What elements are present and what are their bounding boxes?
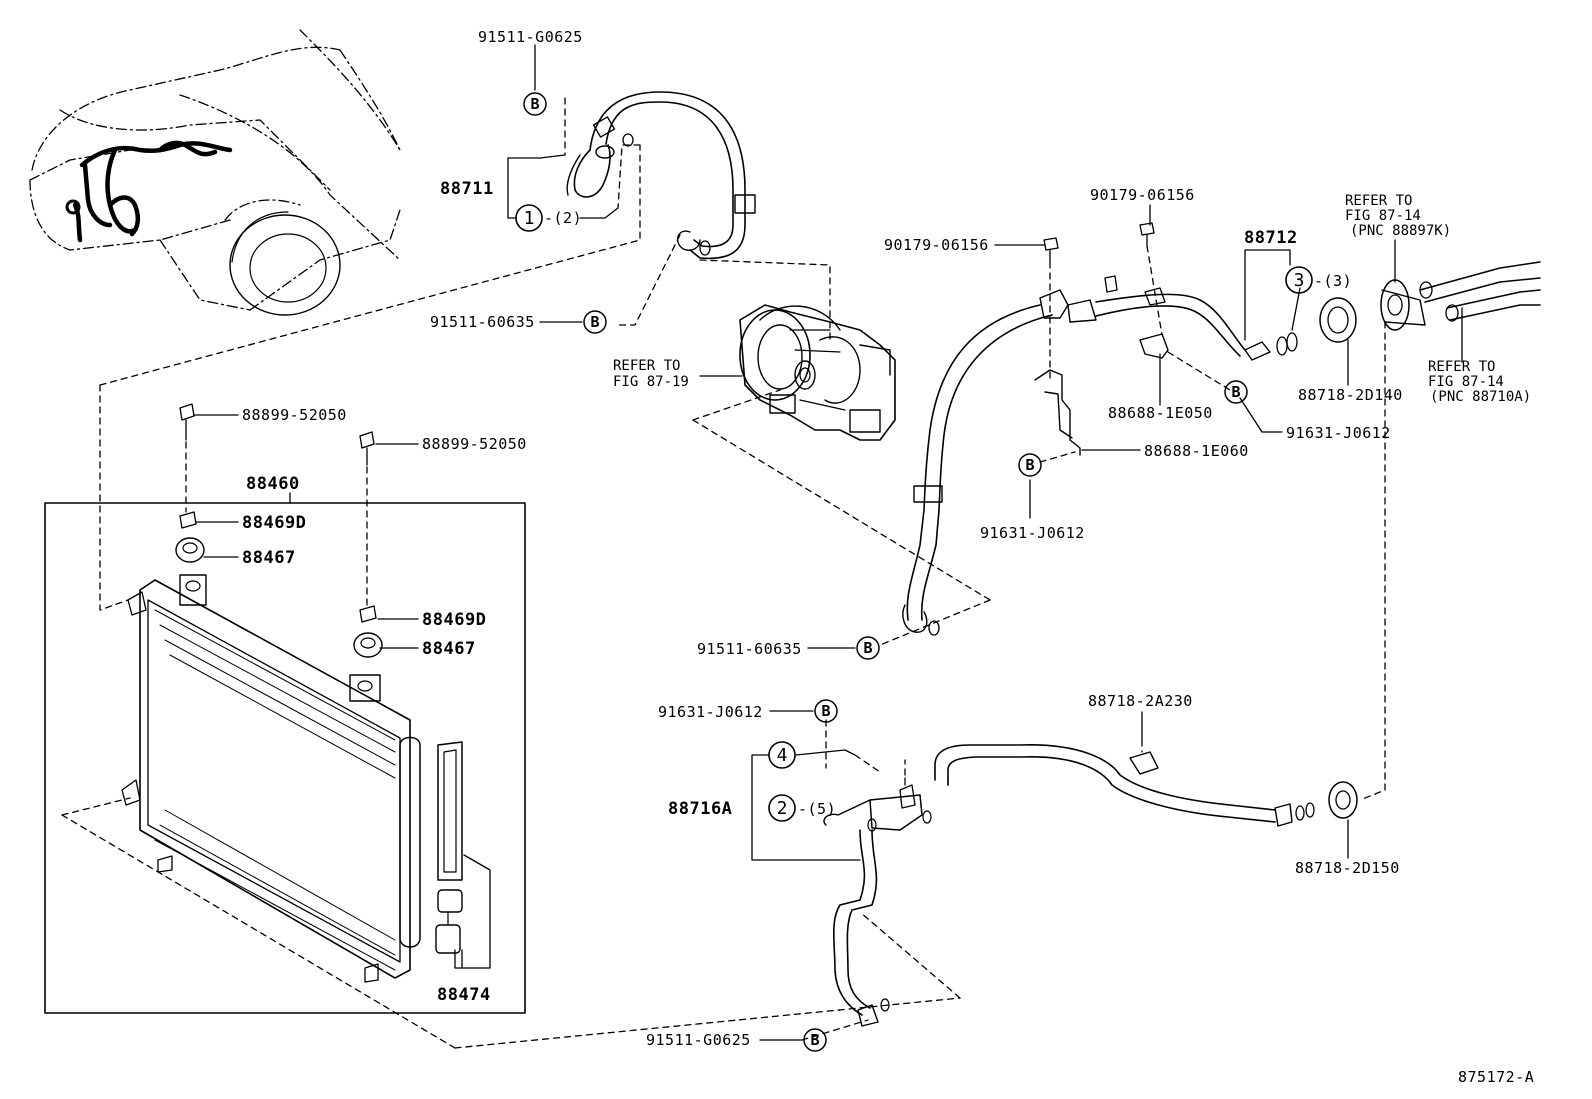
key-marker-1: 1 [515, 204, 543, 232]
key-marker-1-label: 1 [524, 208, 535, 229]
part-label-88711-qty: -(2) [544, 209, 582, 227]
part-label-91631-j0612-b: 91631-J0612 [980, 524, 1085, 542]
part-label-88469d-b: 88469D [422, 610, 486, 630]
refer-fig-87-14-top-line1: REFER TO [1345, 193, 1412, 209]
part-label-88688-1e060: 88688-1E060 [1144, 442, 1249, 460]
bolt-marker-b-label: B [821, 702, 830, 720]
bolt-marker-b: B [856, 636, 880, 660]
key-marker-2: 2 [768, 794, 796, 822]
part-label-88716a-qty: -(5) [798, 800, 836, 818]
part-label-88716a: 88716A [668, 799, 732, 819]
bolt-marker-b: B [1224, 380, 1248, 404]
bolt-marker-b: B [1018, 453, 1042, 477]
part-label-91631-j0612-c: 91631-J0612 [658, 703, 763, 721]
part-labels: 91511-G0625 88711 -(2) 91511-60635 REFER… [242, 28, 1534, 1086]
bolt-marker-b-label: B [1231, 383, 1240, 401]
bolt-marker-b: B [814, 699, 838, 723]
bolt-marker-b: B [583, 310, 607, 334]
diagram-id: 875172-A [1458, 1068, 1534, 1086]
part-label-90179-06156-a: 90179-06156 [1090, 186, 1195, 204]
refer-fig-87-14-bottom-line2: FIG 87-14 [1428, 374, 1504, 390]
key-marker-3-label: 3 [1294, 270, 1305, 291]
part-label-91511-60635-mid: 91511-60635 [697, 640, 802, 658]
part-label-88899-52050-b: 88899-52050 [422, 435, 527, 453]
dashed-guide-lines [61, 97, 1386, 1049]
part-label-88474: 88474 [437, 985, 491, 1005]
bolt-marker-b-label: B [590, 313, 599, 331]
suction-hose [902, 222, 1541, 636]
bolt-marker-b-label: B [530, 95, 539, 113]
part-label-91631-j0612-a: 91631-J0612 [1286, 424, 1391, 442]
part-label-88688-1e050: 88688-1E050 [1108, 404, 1213, 422]
part-label-88712-qty: -(3) [1314, 272, 1352, 290]
discharge-hose-88711 [566, 91, 756, 260]
part-label-88467-a: 88467 [242, 548, 296, 568]
bolt-marker-b: B [523, 92, 547, 116]
key-marker-2-label: 2 [777, 798, 788, 819]
bolt-marker-b-label: B [1025, 456, 1034, 474]
vehicle-location-illustration [29, 29, 401, 316]
refer-fig-87-19-line1: REFER TO [613, 358, 680, 374]
key-marker-3: 3 [1285, 266, 1313, 294]
part-label-88460: 88460 [246, 474, 300, 494]
refer-fig-87-14-top-line3: (PNC 88897K) [1350, 223, 1451, 239]
key-marker-4-label: 4 [777, 745, 788, 766]
part-label-88712: 88712 [1244, 228, 1298, 248]
part-label-90179-06156-b: 90179-06156 [884, 236, 989, 254]
liquid-pipe [823, 744, 1358, 1027]
refer-fig-87-14-top-line2: FIG 87-14 [1345, 208, 1421, 224]
condenser-illustration [121, 403, 463, 983]
refer-fig-87-19-line2: FIG 87-19 [613, 374, 689, 390]
condenser-assembly-frame [44, 502, 526, 1014]
leader-lines [193, 44, 1463, 1041]
key-marker-4: 4 [768, 741, 796, 769]
part-label-88467-b: 88467 [422, 639, 476, 659]
part-label-91511-60635-top: 91511-60635 [430, 313, 535, 331]
part-label-91511-g0625-bottom: 91511-G0625 [646, 1031, 751, 1049]
part-label-88711: 88711 [440, 179, 494, 199]
refer-fig-87-14-bottom-line3: (PNC 88710A) [1430, 389, 1531, 405]
bolt-marker-b-label: B [810, 1031, 819, 1049]
part-label-88469d-a: 88469D [242, 513, 306, 533]
part-label-88718-2d140: 88718-2D140 [1298, 386, 1403, 404]
part-label-88718-2a230: 88718-2A230 [1088, 692, 1193, 710]
part-label-91511-g0625-top: 91511-G0625 [478, 28, 583, 46]
compressor-illustration [739, 304, 896, 441]
bolt-marker-b-label: B [863, 639, 872, 657]
part-label-88899-52050-a: 88899-52050 [242, 406, 347, 424]
bolt-marker-b: B [803, 1028, 827, 1052]
part-label-88718-2d150: 88718-2D150 [1295, 859, 1400, 877]
refer-fig-87-14-bottom-line1: REFER TO [1428, 359, 1495, 375]
